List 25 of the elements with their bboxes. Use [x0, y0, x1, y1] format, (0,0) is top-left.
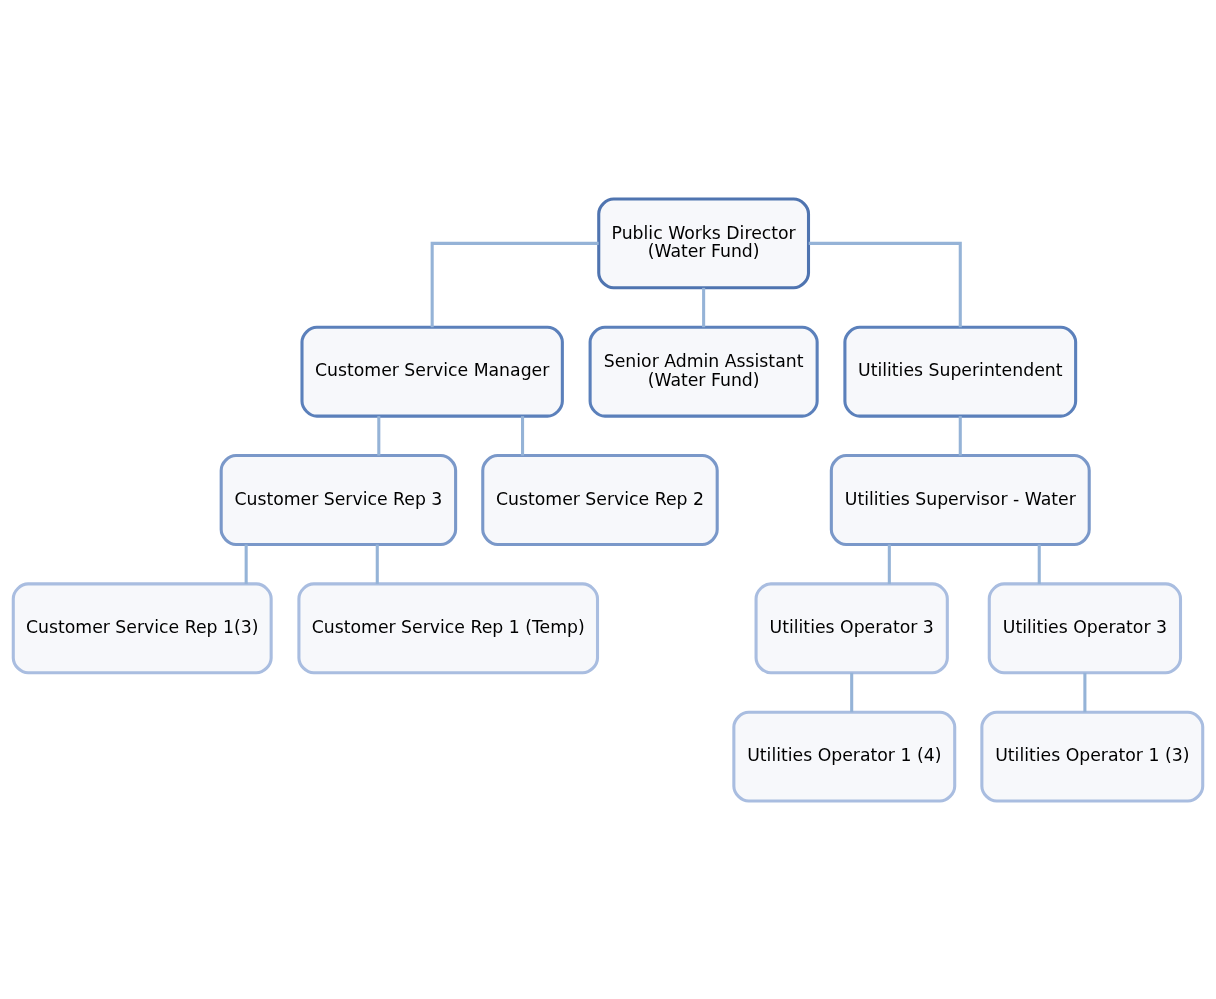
node-box: Public Works Director (Water Fund)	[597, 196, 811, 289]
connector	[430, 241, 599, 327]
node-box: Utilities Operator 1 (3)	[980, 710, 1205, 803]
connector	[808, 241, 962, 327]
node-box: Customer Service Rep 1(3)	[11, 581, 273, 674]
node-box: Utilities Operator 1 (4)	[732, 710, 957, 803]
node-box: Customer Service Manager	[300, 325, 564, 418]
connector	[1083, 672, 1087, 712]
connector	[850, 672, 854, 712]
node-box: Utilities Operator 3	[987, 581, 1183, 674]
node-box: Utilities Superintendent	[843, 325, 1078, 418]
connector	[244, 544, 248, 584]
connector	[702, 287, 706, 327]
connector	[521, 415, 525, 456]
connector	[958, 415, 962, 456]
connector	[375, 544, 379, 584]
node-box: Senior Admin Assistant (Water Fund)	[588, 325, 819, 418]
node-box: Utilities Operator 3	[754, 581, 949, 674]
node-box: Customer Service Rep 3	[219, 453, 458, 546]
node-box: Customer Service Rep 1 (Temp)	[297, 581, 600, 674]
node-box: Customer Service Rep 2	[481, 453, 719, 546]
connector	[887, 544, 891, 584]
connector	[1037, 544, 1041, 584]
node-box: Utilities Supervisor - Water	[829, 453, 1091, 546]
connector	[377, 415, 381, 456]
